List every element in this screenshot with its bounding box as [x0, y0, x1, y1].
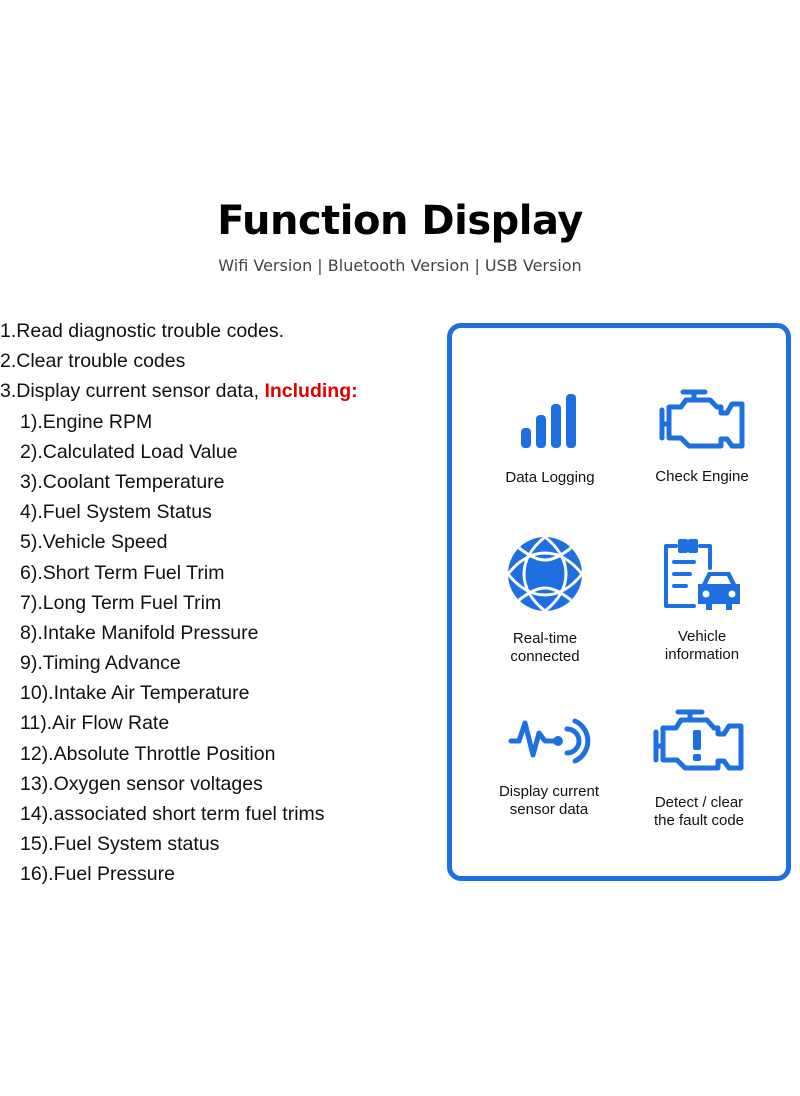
- sensor-item: 2).Calculated Load Value: [0, 437, 430, 467]
- globe-icon: [506, 535, 584, 613]
- tile-data-logging: Data Logging: [475, 391, 625, 487]
- sensor-text: 7).Long Term Fuel Trim: [20, 591, 222, 614]
- vehicle-info-icon: [664, 539, 740, 610]
- sensor-wave-icon: [508, 718, 591, 764]
- sensor-item: 3).Coolant Temperature: [0, 467, 430, 497]
- sensor-item: 10).Intake Air Temperature: [0, 678, 430, 708]
- tile-label: Data Logging: [505, 469, 595, 486]
- sensor-text: 6).Short Term Fuel Trim: [20, 561, 225, 584]
- sensor-text: 14).associated short term fuel trims: [20, 803, 325, 825]
- sensor-item: 4).Fuel System Status: [0, 497, 430, 527]
- sensor-text: 12).Absolute Throttle Position: [20, 742, 276, 765]
- feature-text: 2.Clear trouble codes: [0, 350, 186, 373]
- feature-list: 1.Read diagnostic trouble codes. 2.Clear…: [0, 316, 430, 890]
- feature-highlight: Including:: [264, 380, 358, 403]
- sensor-text: 16).Fuel Pressure: [20, 863, 175, 886]
- sensor-item: 5).Vehicle Speed: [0, 527, 430, 557]
- sensor-text: 2).Calculated Load Value: [20, 440, 238, 463]
- sensor-text: 9).Timing Advance: [20, 652, 181, 675]
- sensor-item: 8).Intake Manifold Pressure: [0, 618, 430, 648]
- feature-item: 3.Display current sensor data, Including…: [0, 376, 430, 406]
- engine-icon: [659, 389, 745, 449]
- tile-vehicle-information: Vehicle information: [627, 538, 777, 664]
- tile-label: information: [664, 646, 740, 663]
- tile-label: Check Engine: [655, 468, 749, 485]
- sensor-item: 13).Oxygen sensor voltages: [0, 769, 430, 799]
- sensor-item: 1).Engine RPM: [0, 407, 430, 437]
- sensor-text: 13).Oxygen sensor voltages: [20, 772, 263, 795]
- tile-label: Detect / clear: [654, 794, 744, 811]
- engine-warning-icon: [653, 709, 744, 771]
- tile-display-sensor-data: Display current sensor data: [474, 711, 624, 819]
- feature-item: 1.Read diagnostic trouble codes.: [0, 316, 430, 346]
- page-subtitle: Wifi Version | Bluetooth Version | USB V…: [218, 256, 582, 275]
- feature-item: 2.Clear trouble codes: [0, 346, 430, 376]
- sensor-item: 15).Fuel System status: [0, 829, 430, 859]
- feature-text: 3.Display current sensor data,: [0, 380, 265, 403]
- tile-label: Real-time: [512, 630, 578, 647]
- page-title: Function Display: [217, 198, 583, 244]
- sensor-item: 12).Absolute Throttle Position: [0, 739, 430, 769]
- sensor-item: 14).associated short term fuel trims: [0, 799, 430, 829]
- sensor-text: 4).Fuel System Status: [20, 501, 212, 524]
- tile-detect-clear-fault: Detect / clear the fault code: [624, 706, 774, 830]
- sensor-text: 3).Coolant Temperature: [20, 470, 225, 493]
- feature-text: 1.Read diagnostic trouble codes.: [0, 320, 285, 342]
- tile-label: Display current: [498, 783, 600, 800]
- sensor-text: 8).Intake Manifold Pressure: [20, 621, 259, 644]
- sensor-text: 5).Vehicle Speed: [20, 531, 168, 554]
- tile-label: the fault code: [653, 812, 745, 829]
- sensor-item: 16).Fuel Pressure: [0, 859, 430, 889]
- tile-check-engine: Check Engine: [627, 386, 777, 486]
- tile-label: Vehicle: [677, 628, 727, 645]
- sensor-item: 9).Timing Advance: [0, 648, 430, 678]
- sensor-text: 11).Air Flow Rate: [20, 712, 170, 735]
- tile-real-time-connected: Real-time connected: [470, 534, 620, 666]
- tile-label: connected: [510, 648, 580, 665]
- sensor-text: 15).Fuel System status: [20, 833, 220, 856]
- sensor-item: 7).Long Term Fuel Trim: [0, 588, 430, 618]
- sensor-text: 1).Engine RPM: [20, 410, 153, 433]
- sensor-item: 6).Short Term Fuel Trim: [0, 558, 430, 588]
- tile-label: sensor data: [509, 801, 589, 818]
- sensor-text: 10).Intake Air Temperature: [20, 682, 250, 705]
- sensor-item: 11).Air Flow Rate: [0, 708, 430, 738]
- bar-chart-icon: [521, 394, 576, 448]
- function-panel: Data Logging Check Engine Real-time conn…: [447, 323, 791, 881]
